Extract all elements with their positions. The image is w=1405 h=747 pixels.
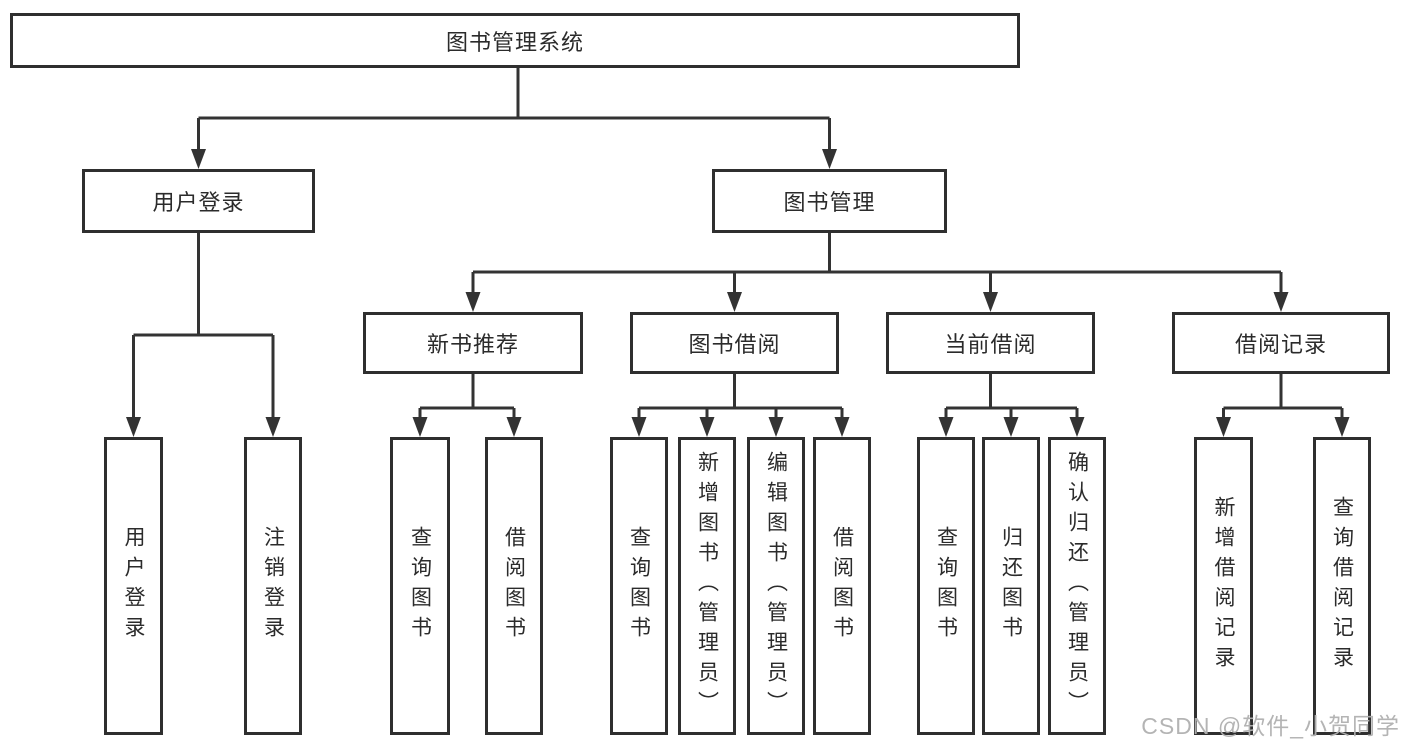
node-user-login: 用户登录 — [82, 169, 315, 233]
arrowhead-icon — [699, 417, 715, 437]
leaf-return-book-label: 归还图书 — [999, 526, 1023, 646]
leaf-confirm-return-admin-label: 确认归还（管理员） — [1065, 451, 1089, 721]
node-new-book-recommend: 新书推荐 — [363, 312, 583, 374]
arrowhead-icon — [412, 417, 428, 437]
node-current-borrow-label: 当前借阅 — [944, 332, 1037, 357]
leaf-query-books-current-label: 查询图书 — [934, 526, 958, 646]
leaf-user-login: 用户登录 — [104, 437, 163, 735]
arrowhead-icon — [191, 149, 206, 169]
node-borrow-records-label: 借阅记录 — [1234, 332, 1327, 357]
leaf-add-borrow-record: 新增借阅记录 — [1194, 437, 1253, 735]
arrowhead-icon — [822, 149, 837, 169]
arrowhead-icon — [1003, 417, 1019, 437]
arrowhead-icon — [1069, 417, 1085, 437]
node-user-login-label: 用户登录 — [152, 190, 245, 215]
leaf-confirm-return-admin: 确认归还（管理员） — [1048, 437, 1106, 735]
arrowhead-icon — [938, 417, 954, 437]
leaf-query-books-recommend-label: 查询图书 — [408, 526, 432, 646]
leaf-return-book: 归还图书 — [982, 437, 1040, 735]
node-current-borrow: 当前借阅 — [886, 312, 1095, 374]
arrowhead-icon — [126, 417, 141, 437]
arrowhead-icon — [1216, 417, 1231, 437]
leaf-borrow-books-label: 借阅图书 — [830, 526, 854, 646]
leaf-query-books-current: 查询图书 — [917, 437, 975, 735]
node-new-book-recommend-label: 新书推荐 — [426, 332, 519, 357]
node-book-management: 图书管理 — [712, 169, 947, 233]
leaf-edit-book-admin: 编辑图书（管理员） — [747, 437, 805, 735]
arrowhead-icon — [1334, 417, 1350, 437]
leaf-borrow-books: 借阅图书 — [813, 437, 871, 735]
arrowhead-icon — [1273, 292, 1289, 312]
watermark: CSDN @软件_小贺同学 — [1141, 713, 1400, 739]
arrowhead-icon — [631, 417, 647, 437]
node-root-label: 图书管理系统 — [445, 29, 584, 55]
node-borrow-records: 借阅记录 — [1172, 312, 1390, 374]
leaf-logout-label: 注销登录 — [261, 526, 285, 646]
leaf-borrow-books-recommend: 借阅图书 — [485, 437, 543, 735]
node-book-management-label: 图书管理 — [783, 190, 876, 215]
node-book-borrow: 图书借阅 — [630, 312, 839, 374]
leaf-user-login-label: 用户登录 — [122, 526, 145, 646]
arrowhead-icon — [265, 417, 281, 437]
leaf-add-borrow-record-label: 新增借阅记录 — [1212, 496, 1235, 676]
arrowhead-icon — [768, 417, 784, 437]
leaf-query-borrow-record: 查询借阅记录 — [1313, 437, 1371, 735]
leaf-edit-book-admin-label: 编辑图书（管理员） — [764, 451, 788, 721]
leaf-borrow-books-recommend-label: 借阅图书 — [502, 526, 526, 646]
leaf-add-book-admin: 新增图书（管理员） — [678, 437, 736, 735]
leaf-add-book-admin-label: 新增图书（管理员） — [695, 451, 719, 721]
arrowhead-icon — [727, 292, 742, 312]
leaf-query-books-recommend: 查询图书 — [390, 437, 450, 735]
arrowhead-icon — [983, 292, 998, 312]
leaf-query-borrow-record-label: 查询借阅记录 — [1330, 496, 1354, 676]
leaf-query-books-borrow-label: 查询图书 — [627, 526, 651, 646]
leaf-logout: 注销登录 — [244, 437, 302, 735]
arrowhead-icon — [506, 417, 522, 437]
arrowhead-icon — [465, 292, 481, 312]
node-book-borrow-label: 图书借阅 — [688, 332, 781, 357]
arrowhead-icon — [834, 417, 850, 437]
leaf-query-books-borrow: 查询图书 — [610, 437, 668, 735]
node-root: 图书管理系统 — [10, 13, 1020, 68]
